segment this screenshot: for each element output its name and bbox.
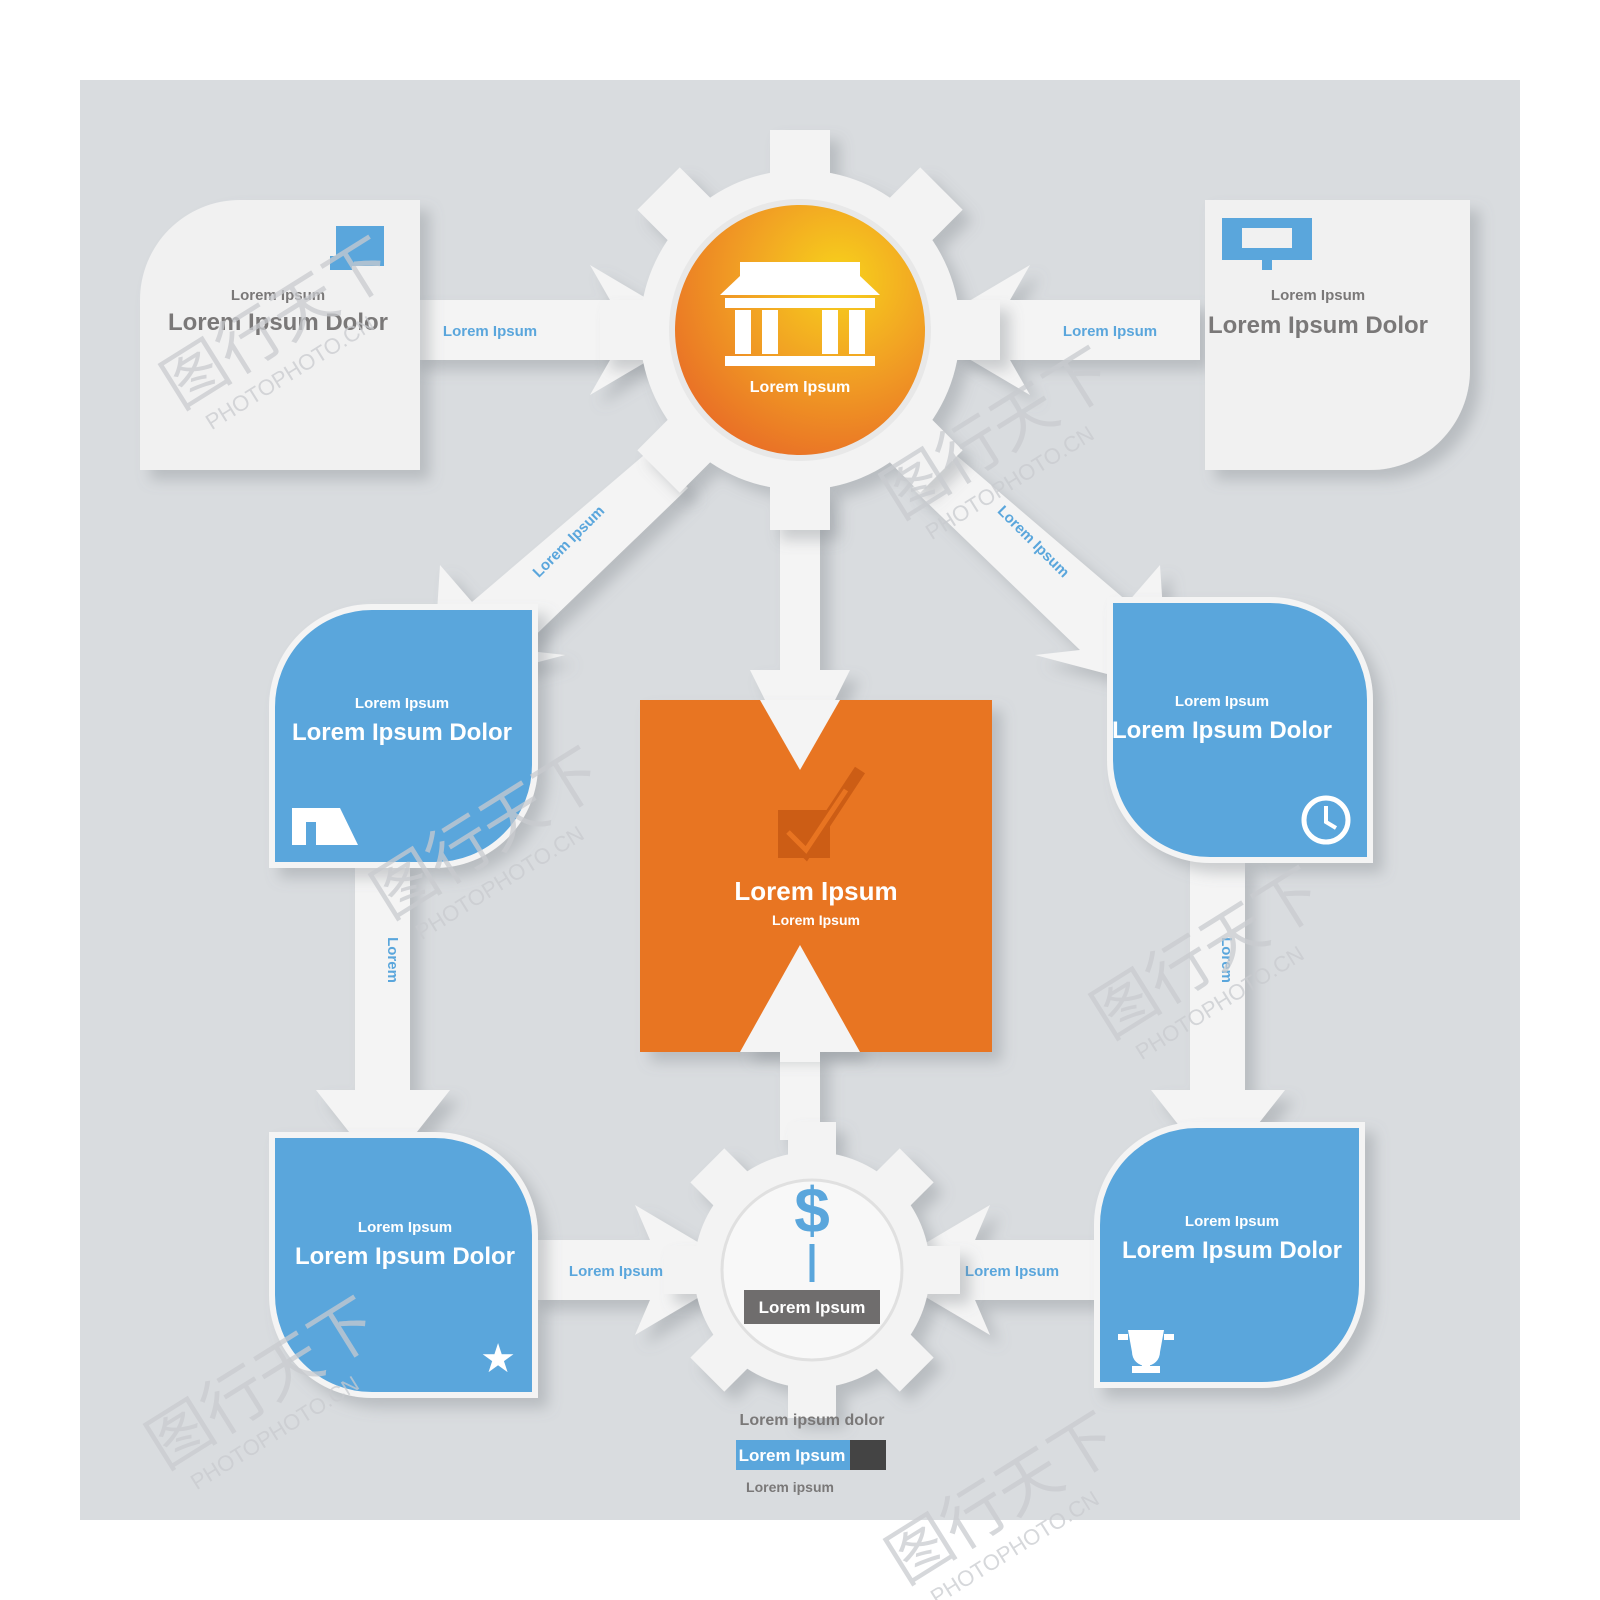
card-mid-left-shape xyxy=(269,604,538,868)
footer-line-3: Lorem ipsum xyxy=(746,1479,834,1495)
card-mid-left-subtitle: Lorem Ipsum xyxy=(355,695,449,712)
arrow-tip-up xyxy=(740,945,860,1052)
bottom-gear: $ Lorem Ipsum xyxy=(664,1122,960,1418)
card-bottom-right-subtitle: Lorem Ipsum xyxy=(1185,1213,1279,1230)
footer-bar-end xyxy=(850,1440,886,1470)
center-box-title: Lorem Ipsum xyxy=(734,876,897,906)
arrow-mid-right-to-bottom-right xyxy=(1151,860,1285,1175)
center-box-subtitle: Lorem Ipsum xyxy=(772,912,860,928)
top-hub: Lorem Ipsum xyxy=(600,130,1000,530)
card-mid-left-title: Lorem Ipsum Dolor xyxy=(292,719,512,746)
trophy-icon xyxy=(1118,1330,1174,1373)
card-bottom-right-shape xyxy=(1094,1122,1365,1388)
card-bottom-right-title: Lorem Ipsum Dolor xyxy=(1122,1237,1342,1264)
arrow-hub-to-mid-right xyxy=(912,450,1168,690)
connector-label-vert-right: Lorem xyxy=(1218,937,1235,983)
connector-label-vert-left: Lorem xyxy=(384,937,401,983)
tent-icon xyxy=(292,808,358,845)
clock-icon xyxy=(1301,795,1351,845)
card-top-right: Lorem Ipsum Lorem Ipsum Dolor xyxy=(1205,200,1470,470)
connector-arrows xyxy=(316,265,1285,1335)
hub-label: Lorem Ipsum xyxy=(750,379,850,396)
connector-label-bottom-right: Lorem Ipsum xyxy=(965,1263,1059,1280)
svg-text:$: $ xyxy=(794,1174,830,1246)
hub-circle xyxy=(669,199,931,461)
card-top-right-title: Lorem Ipsum Dolor xyxy=(1208,312,1428,339)
arrow-top-right-to-hub xyxy=(920,265,1200,395)
card-top-left-subtitle: Lorem Ipsum xyxy=(231,287,325,304)
footer-line-2: Lorem Ipsum xyxy=(739,1446,846,1465)
building-icon xyxy=(720,262,880,366)
card-bottom-left-shape xyxy=(269,1132,538,1398)
arrow-bottom-left-to-gear xyxy=(530,1205,745,1335)
bottom-gear-label-bg xyxy=(744,1290,880,1324)
card-mid-right: Lorem Ipsum Lorem Ipsum Dolor xyxy=(1107,597,1373,863)
card-top-left: Lorem Ipsum Lorem Ipsum Dolor xyxy=(140,200,420,470)
arrow-mid-left-to-bottom-left xyxy=(316,860,450,1175)
card-top-right-subtitle: Lorem Ipsum xyxy=(1271,287,1365,304)
bottom-gear-label: Lorem Ipsum xyxy=(759,1298,866,1317)
card-bottom-left-title: Lorem Ipsum Dolor xyxy=(295,1243,515,1270)
connector-label-bottom-left: Lorem Ipsum xyxy=(569,1263,663,1280)
connector-label-top-right: Lorem Ipsum xyxy=(1063,323,1157,340)
card-bottom-left-subtitle: Lorem Ipsum xyxy=(358,1219,452,1236)
arrow-bottom-right-to-gear xyxy=(880,1205,1095,1335)
arrow-tip-down xyxy=(760,700,840,770)
card-mid-right-shape xyxy=(1107,597,1373,863)
footer-line-1: Lorem ipsum dolor xyxy=(740,1412,885,1429)
star-icon: ★ xyxy=(480,1336,516,1382)
check-box-icon xyxy=(778,766,866,862)
connector-label-top-left: Lorem Ipsum xyxy=(443,323,537,340)
monitor-icon xyxy=(1222,218,1312,270)
card-mid-right-title: Lorem Ipsum Dolor xyxy=(1112,717,1332,744)
arrow-top-left-to-hub xyxy=(410,265,700,395)
card-mid-right-subtitle: Lorem Ipsum xyxy=(1175,693,1269,710)
arrow-shaft-up xyxy=(780,1052,820,1062)
center-box: Lorem Ipsum Lorem Ipsum xyxy=(640,700,992,1062)
card-bottom-left: Lorem Ipsum Lorem Ipsum Dolor ★ xyxy=(269,1132,538,1398)
card-bottom-right: Lorem Ipsum Lorem Ipsum Dolor xyxy=(1094,1122,1365,1388)
card-top-left-title: Lorem Ipsum Dolor xyxy=(168,309,388,336)
document-icon xyxy=(330,226,384,270)
card-mid-left: Lorem Ipsum Lorem Ipsum Dolor xyxy=(269,604,538,868)
footer: Lorem ipsum dolor Lorem Ipsum Lorem ipsu… xyxy=(736,1412,886,1495)
dollar-icon: $ xyxy=(794,1174,830,1282)
